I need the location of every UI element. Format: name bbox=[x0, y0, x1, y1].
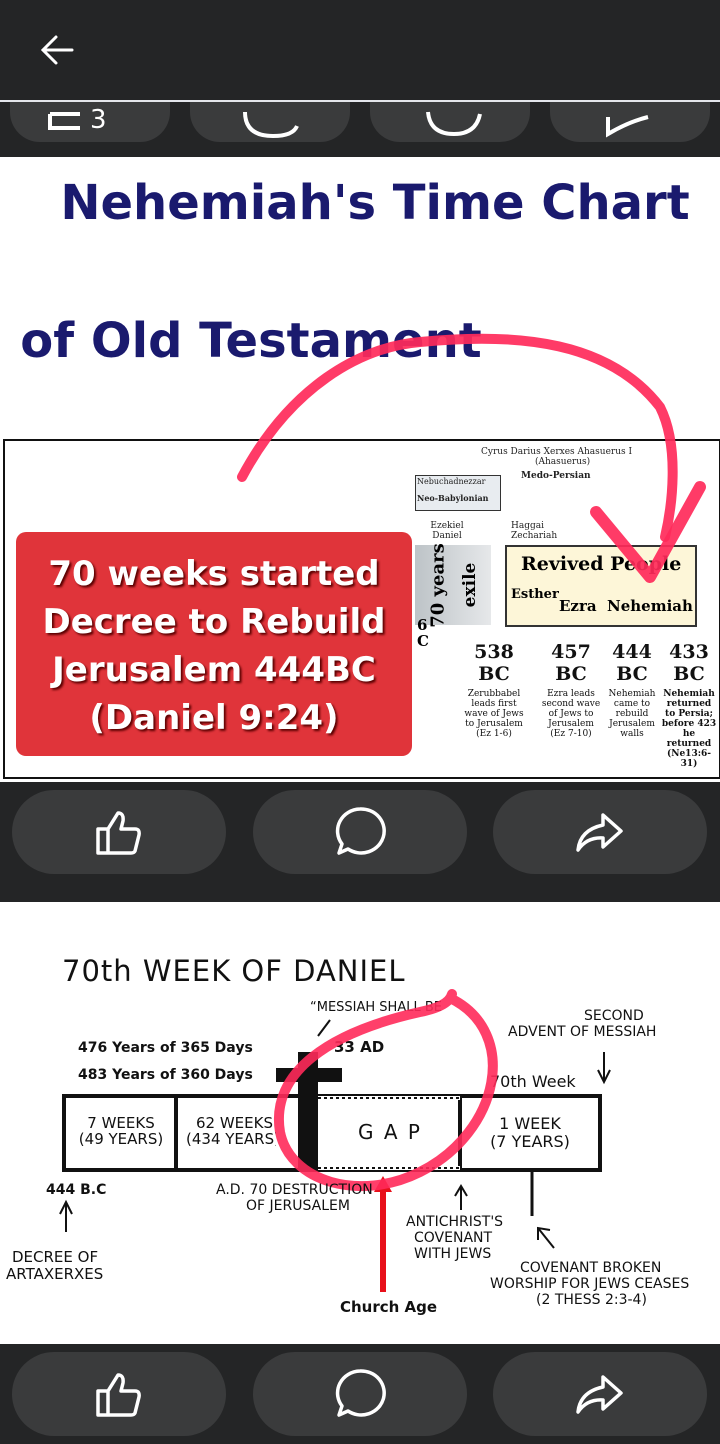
ezra-label: Ezra bbox=[559, 597, 597, 615]
svg-text:3: 3 bbox=[90, 105, 107, 135]
top-bar bbox=[0, 0, 720, 102]
column-year: 433 bbox=[669, 641, 709, 663]
box1-line1: 7 WEEKS bbox=[87, 1114, 155, 1132]
column-538: 538 BC Zerubbabel leads first wave of Je… bbox=[463, 641, 525, 739]
exile-band bbox=[415, 545, 491, 625]
ahasuerus-label: (Ahasuerus) bbox=[535, 457, 591, 467]
covenant-broken-line1: COVENANT BROKEN bbox=[520, 1260, 662, 1276]
prev-share-button[interactable] bbox=[550, 102, 710, 142]
chart-title-line1: Nehemiah's Time Chart bbox=[60, 175, 690, 231]
babylon-box bbox=[415, 475, 501, 511]
nehemiah-label: Nehemiah bbox=[607, 597, 693, 615]
column-year: 538 bbox=[474, 641, 514, 663]
column-desc: Nehemiah returned to Persia; before 423 … bbox=[661, 689, 717, 769]
column-era: BC bbox=[673, 663, 705, 685]
box1-line2: (49 YEARS) bbox=[78, 1130, 164, 1148]
covenant-broken-line2: WORSHIP FOR JEWS CEASES bbox=[490, 1276, 690, 1292]
column-457: 457 BC Ezra leads second wave of Jews to… bbox=[541, 641, 601, 739]
column-desc: Ezra leads second wave of Jews to Jerusa… bbox=[541, 689, 601, 739]
callout-line: 70 weeks started bbox=[48, 554, 380, 594]
prophets-2: Haggai Zechariah bbox=[511, 521, 558, 541]
destruction-line2: OF JERUSALEM bbox=[246, 1198, 350, 1214]
comment-icon bbox=[335, 1369, 386, 1417]
comment-button[interactable] bbox=[253, 790, 467, 874]
post-image-70th-week[interactable]: 70th WEEK OF DANIEL “MESSIAH SHALL BE CU… bbox=[0, 902, 720, 1344]
share-button[interactable] bbox=[493, 1352, 707, 1436]
decree-line2: ARTAXERXES bbox=[6, 1265, 104, 1283]
box3-line2: (7 YEARS) bbox=[490, 1132, 570, 1151]
previous-actions-peek: 3 bbox=[0, 102, 720, 154]
box2-line2: (434 YEARS) bbox=[186, 1130, 276, 1148]
share-icon bbox=[576, 1375, 623, 1414]
post2-actions bbox=[0, 1344, 720, 1444]
column-era: BC bbox=[616, 663, 648, 685]
post1-actions bbox=[0, 782, 720, 882]
comment-icon bbox=[335, 807, 386, 855]
back-button[interactable] bbox=[38, 30, 78, 70]
antichrist-line1: ANTICHRIST'S bbox=[406, 1214, 504, 1230]
share-button[interactable] bbox=[493, 790, 707, 874]
esther-label: Esther bbox=[511, 587, 559, 602]
destruction-line1: A.D. 70 DESTRUCTION bbox=[216, 1182, 373, 1198]
column-year: 444 bbox=[612, 641, 652, 663]
prophets-1: Ezekiel Daniel bbox=[430, 521, 464, 541]
gap-label: G A P bbox=[358, 1120, 422, 1144]
column-year: 457 bbox=[551, 641, 591, 663]
box2-line1: 62 WEEKS bbox=[196, 1114, 273, 1132]
diagram-title: 70th WEEK OF DANIEL bbox=[62, 954, 406, 988]
week-diagram bbox=[59, 989, 611, 1292]
column-433: 433 BC Nehemiah returned to Persia; befo… bbox=[661, 641, 717, 769]
antichrist-line2: COVENANT bbox=[414, 1230, 493, 1246]
second-advent-line1: SECOND bbox=[584, 1008, 644, 1024]
callout-box: 70 weeks started Decree to Rebuild Jerus… bbox=[16, 532, 412, 756]
share-icon bbox=[576, 813, 623, 852]
column-era: BC bbox=[555, 663, 587, 685]
left-partial-label: 6 C bbox=[417, 616, 429, 650]
arrow-left-icon bbox=[40, 35, 74, 65]
second-advent-line2: ADVENT OF MESSIAH bbox=[508, 1024, 657, 1040]
thumbs-up-icon bbox=[96, 1373, 141, 1417]
prev-like-button[interactable]: 3 bbox=[10, 102, 170, 142]
nebuchadnezzar-label: Nebuchadnezzar bbox=[417, 477, 486, 486]
thumbs-up-icon bbox=[96, 811, 141, 855]
column-era: BC bbox=[478, 663, 510, 685]
antichrist-line3: WITH JEWS bbox=[414, 1246, 492, 1262]
column-desc: Nehemiah came to rebuild Jerusalem walls bbox=[608, 689, 656, 739]
callout-line: (Daniel 9:24) bbox=[89, 698, 339, 738]
column-desc: Zerubbabel leads first wave of Jews to J… bbox=[464, 689, 524, 739]
years360-label: 483 Years of 360 Days bbox=[78, 1067, 253, 1083]
callout-line: Jerusalem 444BC bbox=[52, 650, 376, 690]
covenant-broken-line3: (2 THESS 2:3-4) bbox=[536, 1292, 647, 1308]
kings-label: Cyrus Darius Xerxes Ahasuerus I bbox=[481, 447, 633, 457]
like-button[interactable] bbox=[12, 790, 226, 874]
like-button[interactable] bbox=[12, 1352, 226, 1436]
decree-line1: DECREE OF bbox=[12, 1248, 99, 1266]
prev-whatsapp-button[interactable] bbox=[370, 102, 530, 142]
post-image-time-chart[interactable]: Nehemiah's Time Chart of Old Testament C… bbox=[0, 157, 720, 782]
bc444-label: 444 B.C bbox=[46, 1182, 107, 1198]
neo-babylonian-label: Neo-Babylonian bbox=[417, 493, 489, 503]
column-444: 444 BC Nehemiah came to rebuild Jerusale… bbox=[605, 641, 659, 739]
comment-button[interactable] bbox=[253, 1352, 467, 1436]
box3-line1: 1 WEEK bbox=[499, 1114, 561, 1133]
week70-label: 70th Week bbox=[490, 1072, 576, 1091]
red-arrow-annotation bbox=[237, 333, 706, 583]
church-age-label: Church Age bbox=[340, 1298, 438, 1316]
ad33-label: 33 AD bbox=[334, 1038, 385, 1056]
callout-line: Decree to Rebuild bbox=[42, 602, 386, 642]
years365-label: 476 Years of 365 Days bbox=[78, 1040, 253, 1056]
medo-persian-label: Medo-Persian bbox=[521, 471, 591, 481]
prev-comment-button[interactable] bbox=[190, 102, 350, 142]
